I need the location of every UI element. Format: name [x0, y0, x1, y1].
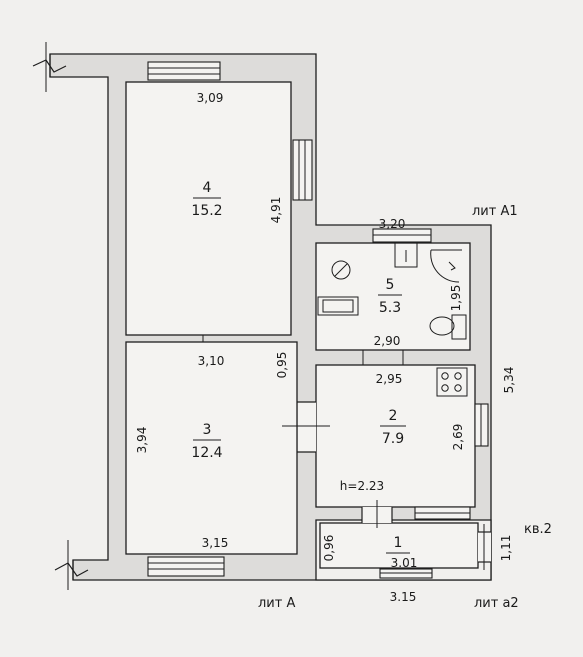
room-5-area: 5.3: [379, 300, 401, 316]
room-4-label: 4 15.2: [191, 180, 222, 219]
dim-room2-top: 2,95: [376, 372, 403, 386]
label-lit-a1: лит А1: [472, 204, 518, 219]
door-room5-room2: [362, 350, 404, 365]
stove-fixture-round: [331, 260, 351, 280]
room-3: [125, 341, 298, 555]
kitchen-stove-fixture: [436, 367, 468, 397]
dim-door-095: 0,95: [275, 352, 289, 379]
room-1-label: 1: [386, 535, 410, 554]
label-lit-a: лит А: [258, 596, 295, 611]
room-4-area: 15.2: [191, 203, 222, 219]
window-top: [147, 61, 221, 81]
room-1: [319, 522, 479, 569]
room-4: [125, 81, 292, 336]
toilet-fixture: [429, 314, 467, 340]
dim-room3-bottom: 3,15: [202, 536, 229, 550]
window-room3-bottom: [147, 556, 225, 577]
room-3-number: 3: [203, 422, 212, 438]
window-room2-bottom: [414, 506, 471, 520]
label-apartment: кв.2: [524, 522, 552, 537]
room-2-area: 7.9: [382, 431, 404, 447]
room-5-number: 5: [386, 277, 395, 293]
room-3-label: 3 12.4: [191, 422, 222, 461]
dim-outer-right: 5,34: [502, 367, 516, 394]
dim-room3-left: 3,94: [135, 427, 149, 454]
room-2-number: 2: [389, 408, 398, 424]
dim-room1-bottom: 3.01: [391, 556, 418, 570]
room-2-label: 2 7.9: [380, 408, 406, 447]
door-room3-room2: [282, 401, 330, 453]
door-room2-room1: [361, 500, 393, 528]
dim-room5-right: 1,95: [449, 285, 463, 312]
dim-room1-right: 1,11: [499, 535, 513, 562]
dim-room3-top: 3,10: [198, 354, 225, 368]
window-right: [292, 139, 313, 201]
window-room5: [372, 228, 432, 243]
dim-room2-right: 2,69: [451, 424, 465, 451]
dim-room4-top: 3,09: [197, 91, 224, 105]
label-lit-a2: лит а2: [474, 596, 519, 611]
sink-fixture: [394, 242, 418, 268]
dim-outer-bottom: 3.15: [390, 590, 417, 604]
dim-room1-left: 0,96: [322, 535, 336, 562]
dim-room5-bottom: 2,90: [374, 334, 401, 348]
wall-break-bottom: [54, 540, 89, 590]
room-4-number: 4: [203, 180, 212, 196]
room-5-label: 5 5.3: [378, 277, 402, 316]
wall-break-top: [32, 42, 67, 92]
dim-room5-top: 3,20: [379, 217, 406, 231]
room-3-area: 12.4: [191, 445, 222, 461]
dim-room4-right: 4,91: [269, 197, 283, 224]
window-room1-bottom: [379, 568, 433, 579]
window-room2-right: [474, 403, 489, 447]
room-1-number: 1: [394, 535, 403, 551]
dim-height: h=2.23: [340, 479, 384, 493]
bathtub-fixture: [317, 296, 359, 316]
door-room1-exit: [478, 524, 491, 570]
boiler-fixture: [430, 249, 462, 283]
